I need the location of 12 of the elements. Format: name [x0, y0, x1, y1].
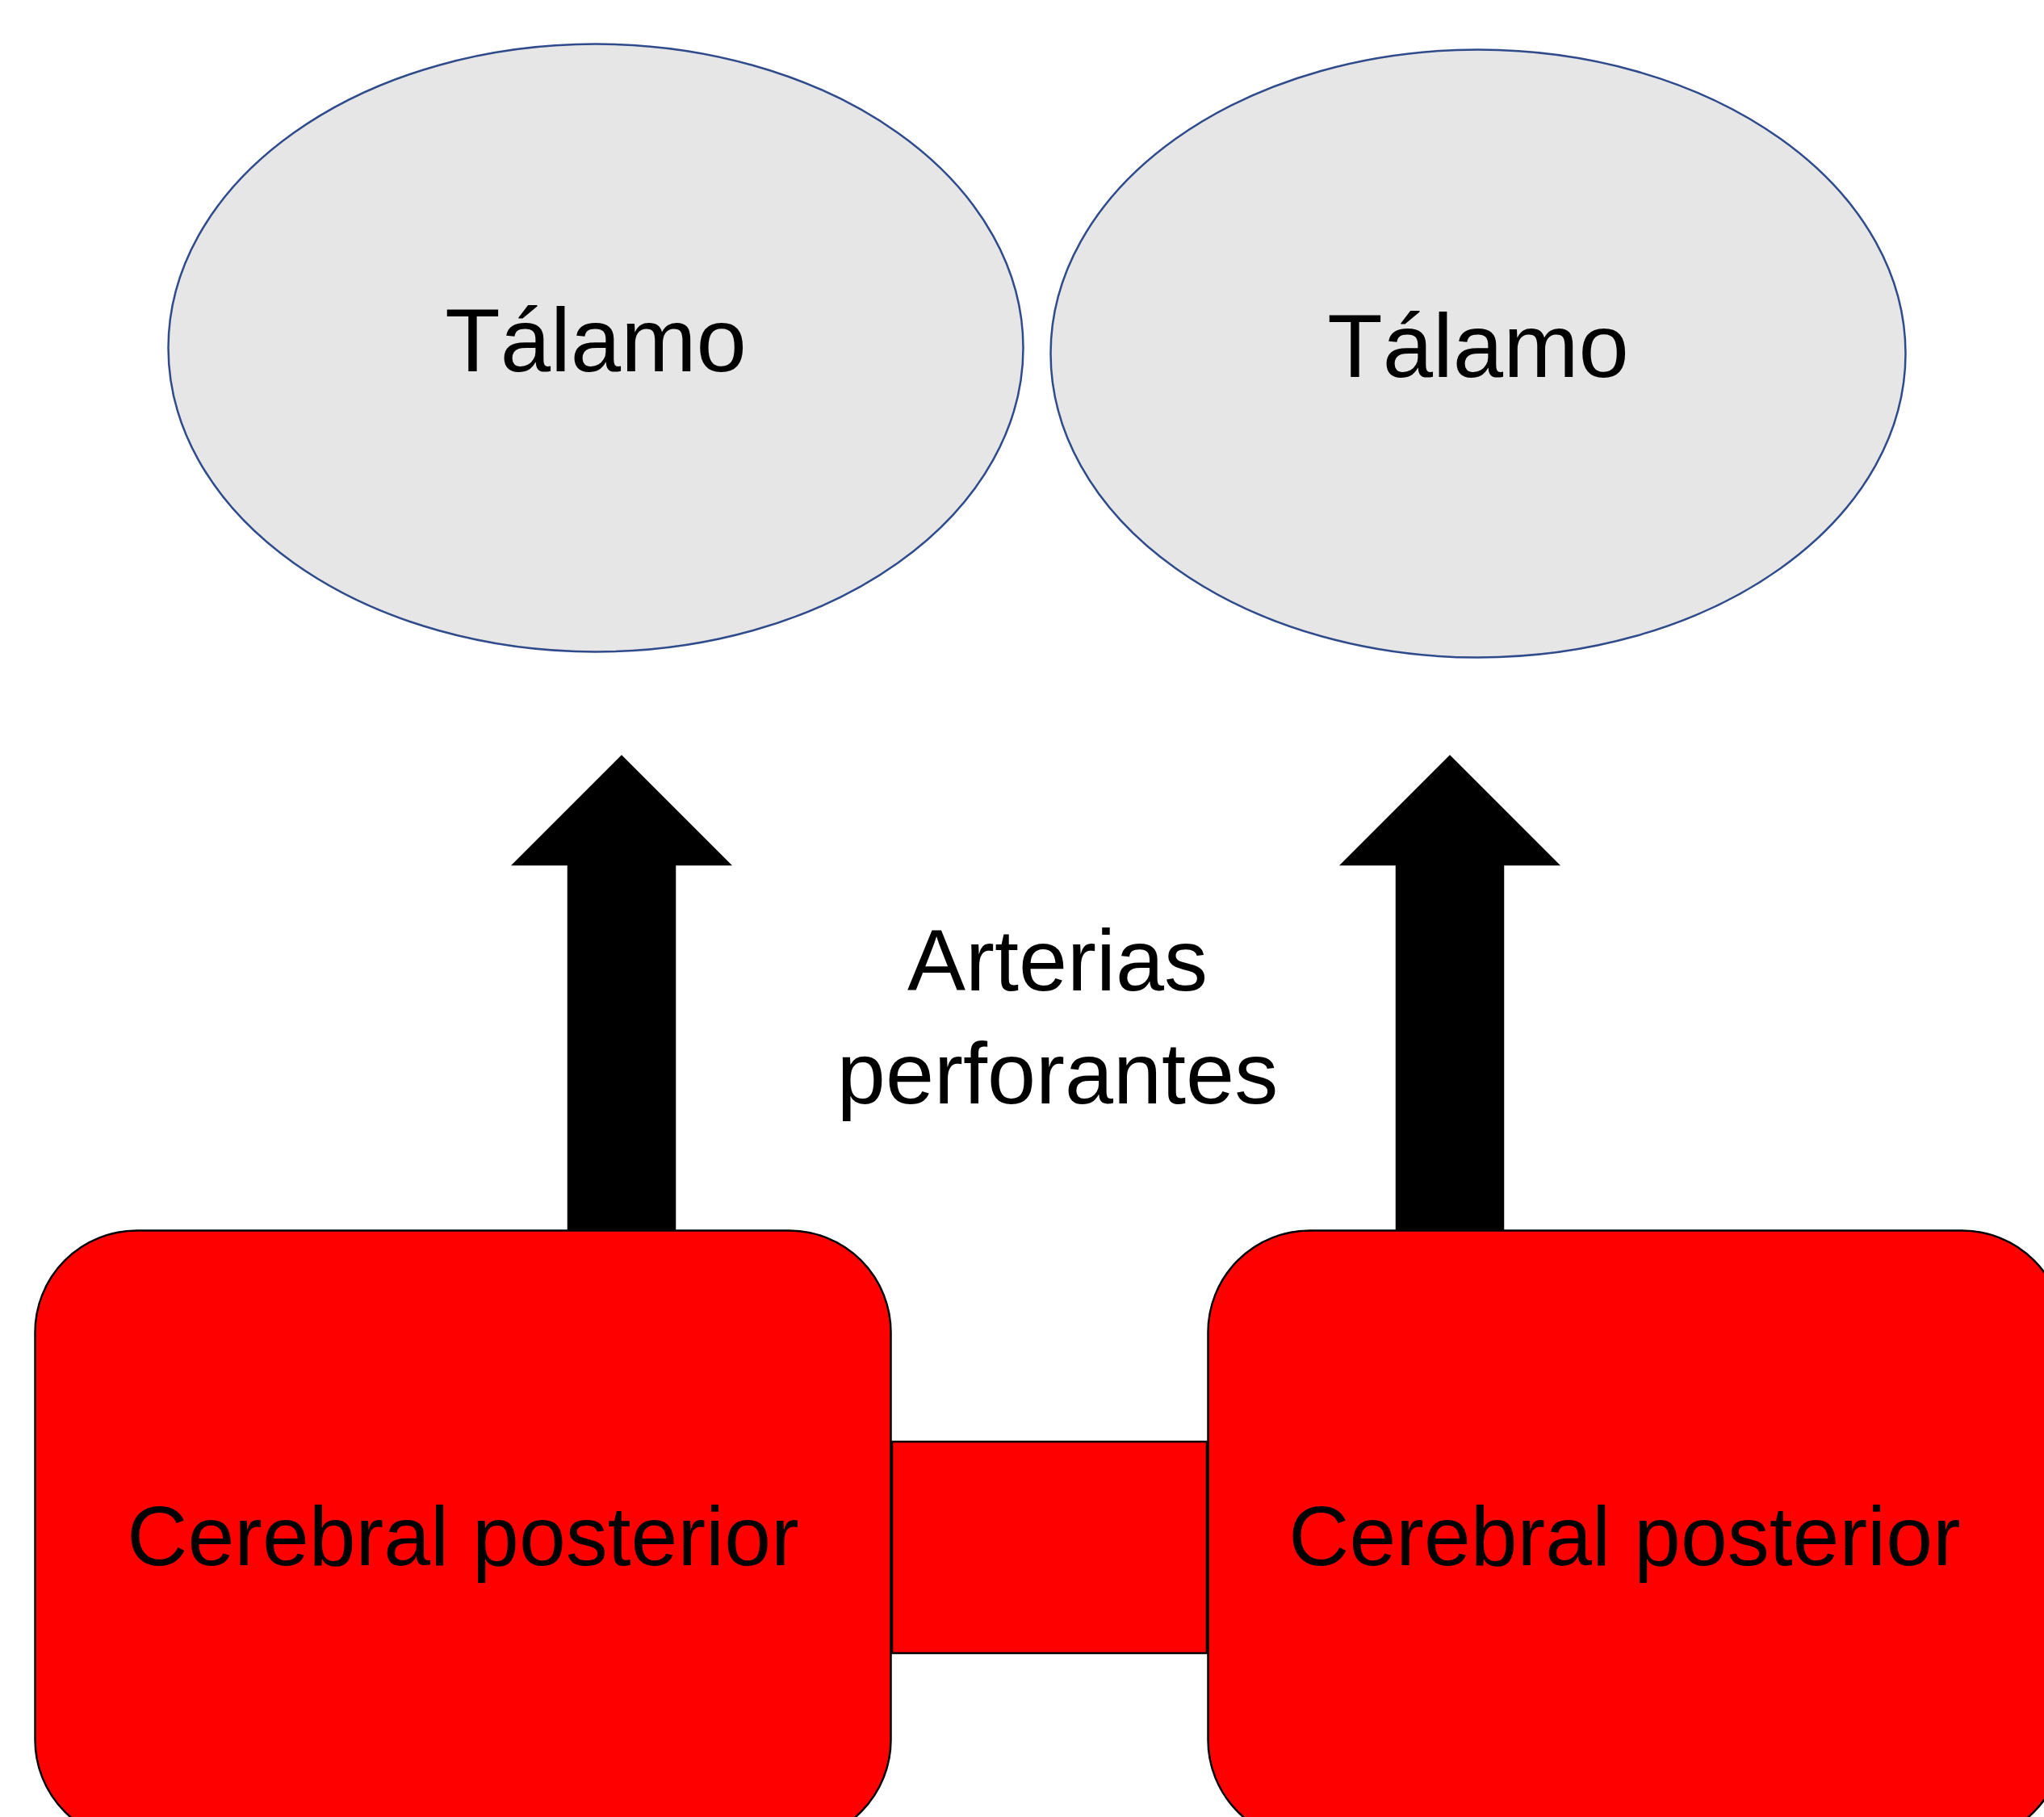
node-label: Tálamo	[1327, 294, 1629, 398]
ellipse-node	[1049, 48, 1907, 659]
node-label: Tálamo	[445, 288, 747, 392]
block-arrow	[1339, 755, 1560, 1231]
block-arrow	[511, 755, 732, 1231]
node-label: Cerebral posterior	[127, 1488, 799, 1585]
annotation-text: Arterias perforantes	[836, 911, 1280, 1124]
connector-band	[890, 1440, 1208, 1655]
rounded-box	[1207, 1229, 2044, 1817]
rounded-box	[34, 1229, 892, 1817]
node-label: Cerebral posterior	[1288, 1488, 1961, 1585]
ellipse-node	[167, 43, 1024, 653]
